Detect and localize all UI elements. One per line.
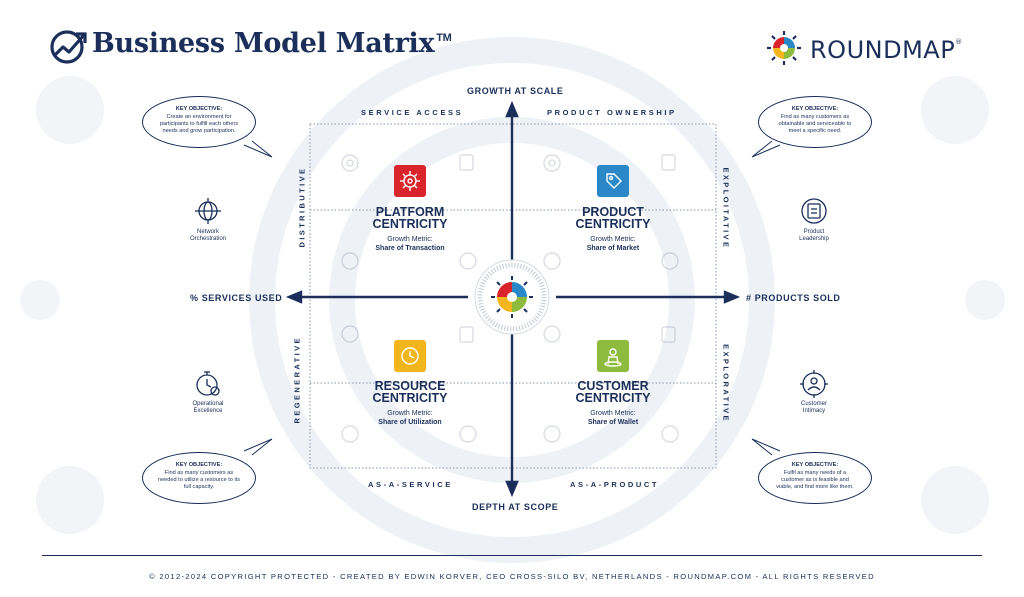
axis-label-right: # PRODUCTS SOLD xyxy=(746,293,841,303)
roundmap-logo-text: ROUNDMAP® xyxy=(810,36,963,64)
objective-bubble-bottom-left: KEY OBJECTIVE:Find as many customers as … xyxy=(142,452,256,504)
trend-chart-icon xyxy=(50,30,87,64)
operational-excellence-icon xyxy=(193,369,223,399)
axis-label-top: GROWTH AT SCALE xyxy=(467,86,564,96)
objective-bubble-top-left: KEY OBJECTIVE:Create an environment for … xyxy=(142,96,256,148)
quadrant-metric-product: Growth Metric:Share of Market xyxy=(586,236,640,252)
center-roundmap-medallion xyxy=(474,259,550,335)
axis-label-left: % SERVICES USED xyxy=(190,293,283,303)
brand-logo xyxy=(48,26,88,66)
quadrant-metric-platform: Growth Metric:Share of Transaction xyxy=(375,236,445,252)
customer-person-icon xyxy=(597,340,629,372)
platform-network-icon xyxy=(394,165,426,197)
column-label-product-ownership: PRODUCT OWNERSHIP xyxy=(547,108,677,117)
footer-divider xyxy=(42,555,982,556)
column-label-as-a-service: AS-A-SERVICE xyxy=(368,480,453,489)
roundmap-logo-icon xyxy=(766,30,802,66)
resource-gauge-icon xyxy=(394,340,426,372)
objective-bubble-top-right: KEY OBJECTIVE:Find as many customers as … xyxy=(758,96,872,148)
axis-label-bottom: DEPTH AT SCOPE xyxy=(472,502,559,512)
quadrant-metric-customer: Growth Metric:Share of Wallet xyxy=(587,410,639,426)
product-tag-icon xyxy=(597,165,629,197)
column-label-service-access: SERVICE ACCESS xyxy=(361,108,464,117)
customer-intimacy-icon xyxy=(799,369,829,399)
quadrant-metric-resource: Growth Metric:Share of Utilization xyxy=(378,410,442,426)
footer-copyright: © 2012-2024 COPYRIGHT PROTECTED - CREATE… xyxy=(149,572,875,581)
column-label-as-a-product: AS-A-PRODUCT xyxy=(570,480,660,489)
network-orchestration-icon xyxy=(193,196,223,226)
product-leadership-icon xyxy=(799,196,829,226)
objective-bubble-bottom-right: KEY OBJECTIVE:Fulfil as many needs of a … xyxy=(758,452,872,504)
